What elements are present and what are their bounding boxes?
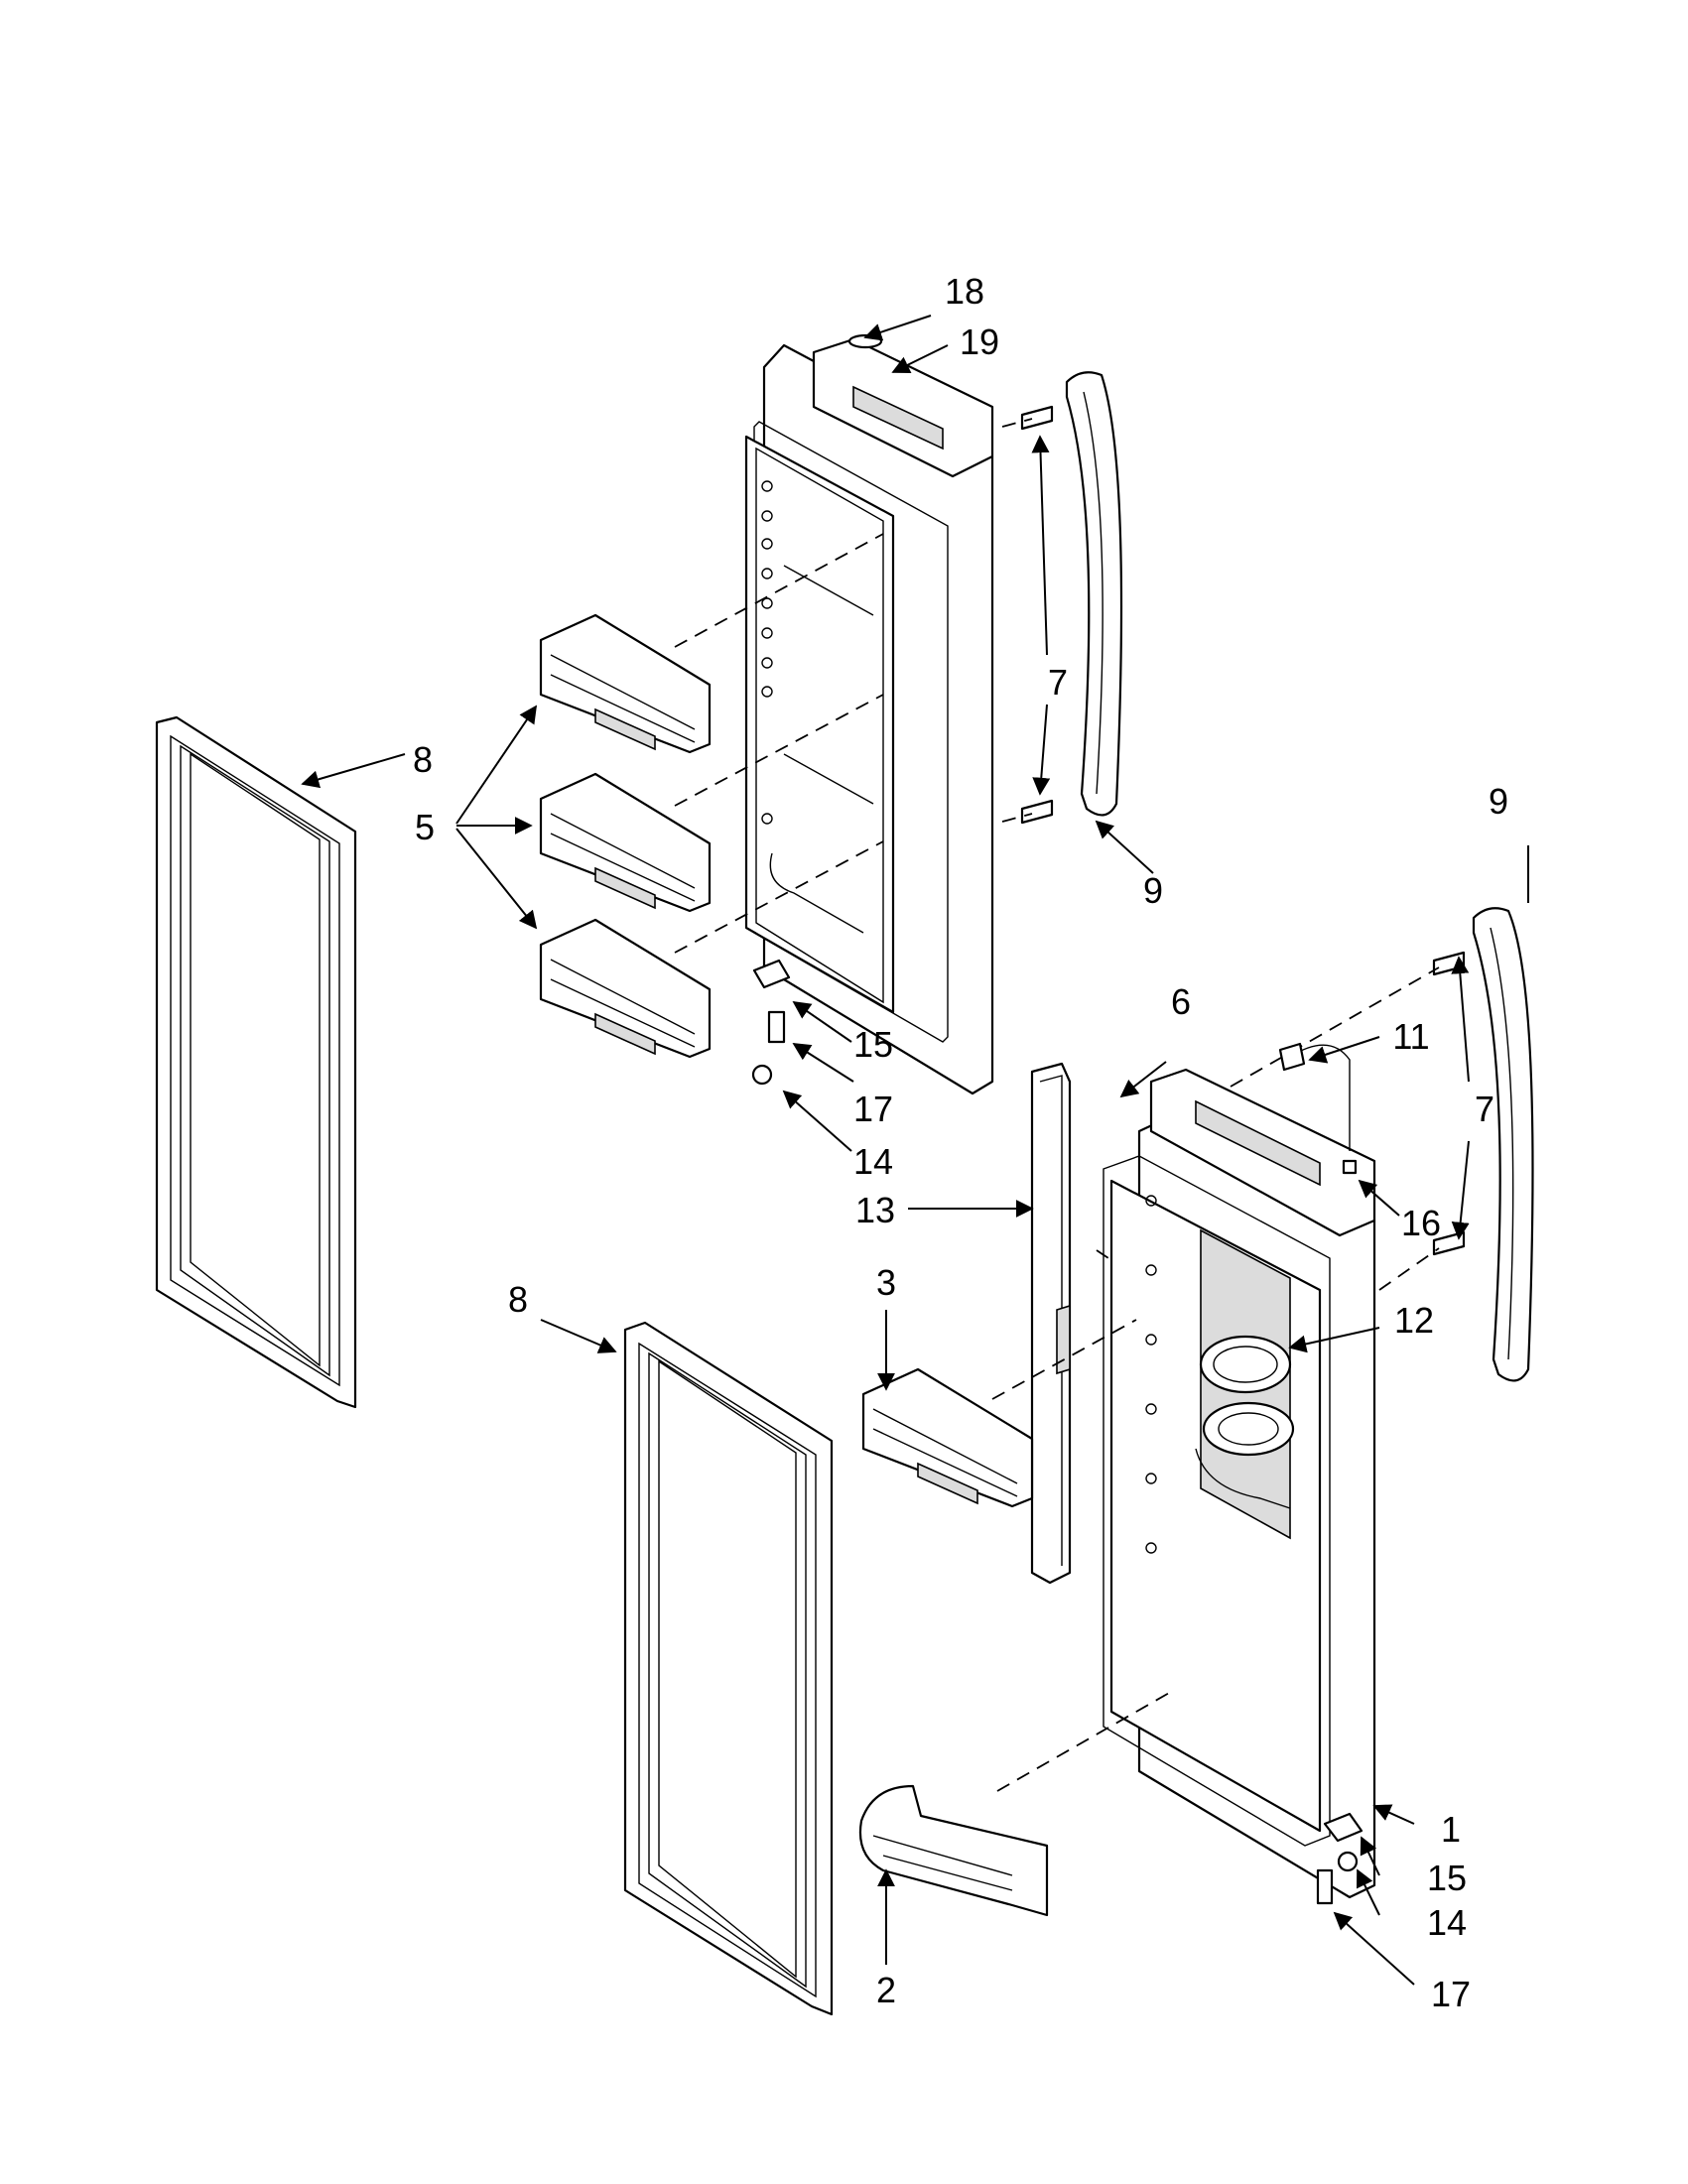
water-tube	[1278, 1042, 1358, 1175]
center-mullion	[1030, 1062, 1072, 1585]
callout-17-upper: 17	[853, 1089, 893, 1129]
upper-hinge-parts	[751, 959, 791, 1086]
callout-8-center: 8	[508, 1279, 528, 1320]
callout-19: 19	[960, 321, 999, 362]
callout-11: 11	[1392, 1016, 1429, 1057]
callout-9-lower: 9	[1489, 781, 1508, 822]
callout-16: 16	[1401, 1203, 1441, 1243]
door-bin-middle	[539, 772, 712, 913]
lower-hinge-parts	[1316, 1812, 1363, 1905]
door-bin-lower	[539, 918, 712, 1059]
callout-14-lower: 14	[1427, 1902, 1467, 1943]
callout-18: 18	[945, 271, 984, 312]
callout-7-upper: 7	[1048, 662, 1068, 703]
callout-labels: 18 19 7 8 5 9 9 6 11 7 15 17 14 16 13 3 …	[413, 271, 1508, 2014]
callout-8-left: 8	[413, 739, 433, 780]
shelf-bumps-left	[761, 480, 773, 825]
callout-7-lower: 7	[1475, 1089, 1494, 1129]
handle-screws-upper	[1020, 405, 1054, 825]
callout-1: 1	[1441, 1809, 1461, 1850]
bottom-trim	[858, 1784, 1049, 1917]
door-bin-upper	[539, 613, 712, 754]
left-door-liner	[744, 333, 994, 1095]
callout-15-lower: 15	[1427, 1858, 1467, 1898]
callout-14-upper: 14	[853, 1141, 893, 1182]
left-door-gasket	[155, 715, 357, 1409]
right-door-gasket	[623, 1321, 834, 2016]
callout-12: 12	[1394, 1300, 1434, 1341]
shelf-bumps-right	[1145, 1195, 1157, 1554]
callout-17-lower: 17	[1431, 1974, 1471, 2014]
door-bin-single	[861, 1367, 1034, 1508]
callout-13: 13	[855, 1190, 895, 1230]
lower-door-handle	[1472, 907, 1534, 1382]
callout-5: 5	[415, 807, 435, 847]
callout-6: 6	[1171, 981, 1191, 1022]
callout-15-upper: 15	[853, 1024, 893, 1065]
callout-3: 3	[876, 1262, 896, 1303]
callout-2: 2	[876, 1970, 896, 2010]
upper-door-handle	[1065, 371, 1123, 817]
right-door-liner	[1103, 1068, 1376, 1899]
callout-9-upper: 9	[1143, 870, 1163, 911]
leader-lines	[301, 315, 1529, 1986]
